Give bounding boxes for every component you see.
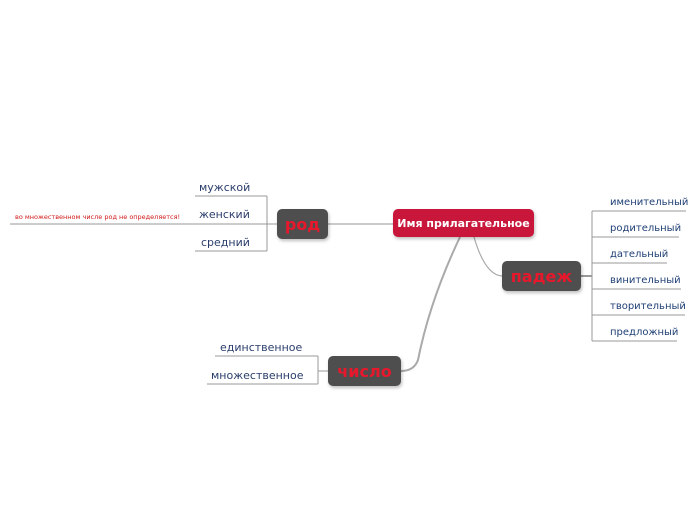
leaf-muzhskoy[interactable]: мужской xyxy=(199,181,251,194)
branch-rod-label: род xyxy=(284,214,321,234)
leaf-roditelny[interactable]: родительный xyxy=(610,223,682,234)
branch-padezh[interactable]: падеж xyxy=(502,261,581,291)
leaf-tvoritelny[interactable]: творительный xyxy=(610,301,686,312)
connector-central-padezh xyxy=(473,236,503,277)
leaf-mnozhestvennoe[interactable]: множественное xyxy=(211,369,304,382)
leaf-sredniy[interactable]: средний xyxy=(201,236,250,249)
branch-chislo[interactable]: число xyxy=(328,356,401,386)
branch-rod[interactable]: род xyxy=(277,209,328,239)
connector-chislo-bracket xyxy=(317,356,328,384)
note-rod-plural[interactable]: во множественном числе род не определяет… xyxy=(15,213,181,221)
leaf-vinitelny[interactable]: винительный xyxy=(610,275,681,286)
leaf-edinstvennoe[interactable]: единственное xyxy=(220,341,303,354)
branch-chislo-label: число xyxy=(337,361,392,381)
central-topic-label: Имя прилагательное xyxy=(397,216,530,230)
leaf-zhenskiy[interactable]: женский xyxy=(199,208,250,221)
branch-padezh-label: падеж xyxy=(510,266,573,286)
central-topic[interactable]: Имя прилагательное xyxy=(393,209,534,237)
leaf-imenitelny[interactable]: именительный xyxy=(610,197,689,208)
connector-central-chislo xyxy=(400,236,461,372)
leaf-datelny[interactable]: дательный xyxy=(610,249,669,260)
leaf-predlozhny[interactable]: предложный xyxy=(610,327,679,338)
connector-rod-bracket xyxy=(266,196,277,251)
